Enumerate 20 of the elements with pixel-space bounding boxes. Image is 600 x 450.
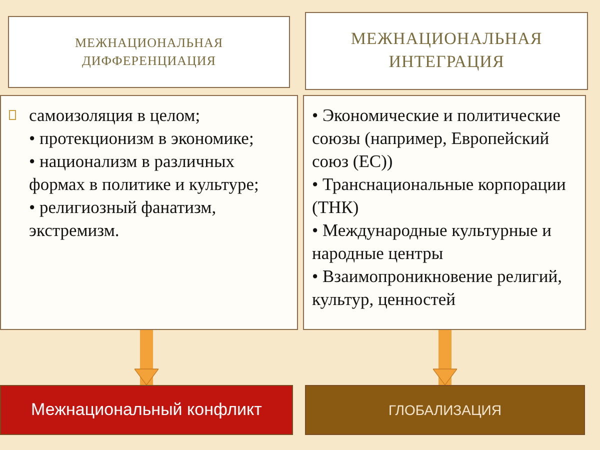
header-box: [8, 16, 290, 88]
list-panel: [303, 95, 586, 330]
list-item: • Международные культурные и народные центры: [312, 219, 552, 265]
result-text: ГЛОБАЛИЗАЦИЯ: [388, 402, 502, 418]
list-item: • протекционизм в экономике;: [29, 127, 255, 150]
arrow: [134, 330, 159, 386]
list-item: • Экономические и политические союзы (например, Европейский союз (ЕС)): [312, 104, 562, 173]
result-box: [0, 385, 293, 435]
list-item: • Взаимопроникновение религий, культур, ценностей: [312, 265, 563, 311]
list-item: самоизоляция в целом;: [29, 104, 287, 127]
result-box: [305, 385, 585, 435]
header-box: [305, 12, 588, 90]
list-item: • Транснациональные корпорации (ТНК): [312, 173, 567, 219]
header-text: МЕЖНАЦИОНАЛЬНАЯ ИНТЕГРАЦИЯ: [350, 28, 544, 73]
arrow: [432, 330, 458, 386]
list-panel: [0, 95, 298, 330]
header-text: МЕЖНАЦИОНАЛЬНАЯ ДИФФЕРЕНЦИАЦИЯ: [74, 34, 224, 70]
result-text: Межнациональный конфликт: [31, 400, 262, 420]
list-item: • национализм в различных формах в политике и культуре;: [29, 150, 260, 196]
list-item: • религиозный фанатизм, экстремизм.: [29, 196, 218, 242]
